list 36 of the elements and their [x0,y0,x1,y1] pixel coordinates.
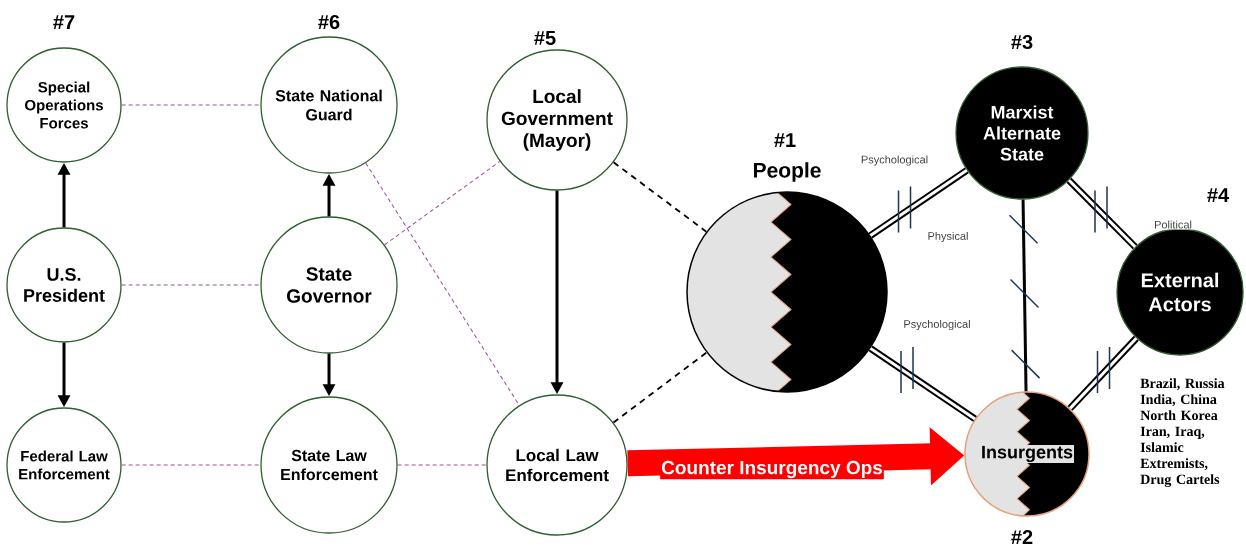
connector [121,284,261,286]
arrow-label: Counter Insurgency Ops [660,459,884,480]
connector [612,351,708,424]
node-number: #1 [774,133,796,147]
circle-node: U.S. President [6,227,122,343]
connector [1067,335,1139,411]
node-number: #3 [1011,34,1033,50]
edge-label: Psychological [859,154,930,167]
circle-node: State Governor [260,216,398,354]
connector [612,161,708,233]
connector [121,464,261,466]
connector [1066,177,1138,250]
connector [384,160,501,246]
node-heading: People [754,162,821,182]
circle-node: Local Law Enforcement [486,394,628,536]
circle-node: External Actors [1116,228,1244,356]
edge-label: Political [1153,219,1193,230]
circle-node: Marxist Alternate State [955,66,1089,200]
circle-node: State National Guard [260,36,398,174]
circle-node: Special Operations Forces [6,47,122,163]
edge-label: Psychological [902,318,972,332]
note-text: Brazil, Russia India, China North Korea Iran, Iraq, Islamic Extremists, Drug Cartels [1140,378,1225,487]
connector [868,345,977,422]
node-number: #2 [1011,530,1033,544]
circle-node: Local Government (Mayor) [486,49,628,191]
line-label: Physical [926,230,970,244]
node-number: #7 [53,15,75,29]
connector [121,104,261,106]
circle-node: State Law Enforcement [260,396,398,534]
connector [1021,199,1028,392]
node-number: #4 [1207,188,1229,202]
node-number: #6 [318,14,340,30]
connector [868,167,969,239]
circle-node: Federal Law Enforcement [6,407,122,523]
connector [397,464,487,466]
node-number: #5 [534,31,556,45]
